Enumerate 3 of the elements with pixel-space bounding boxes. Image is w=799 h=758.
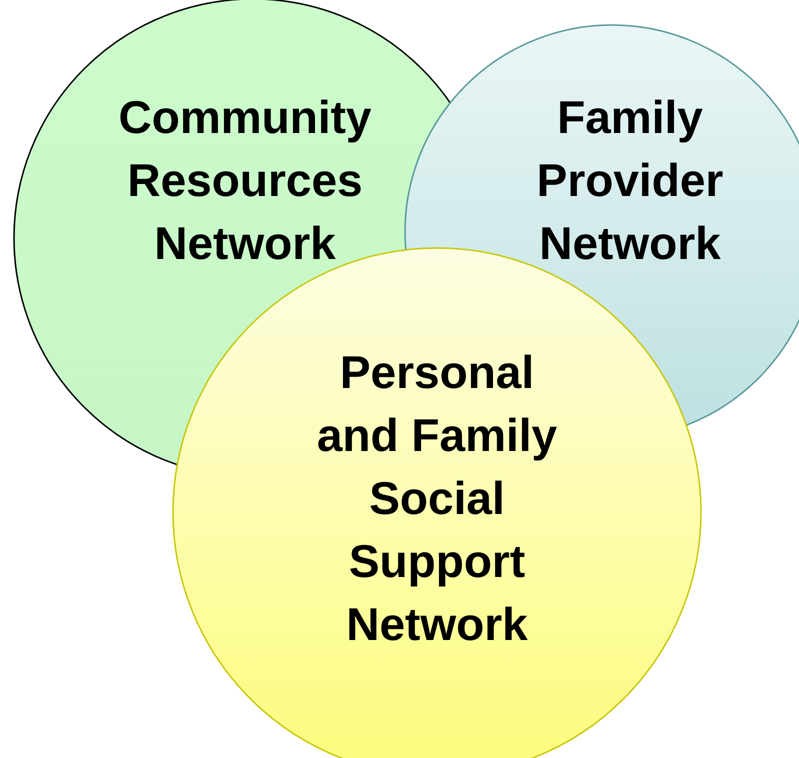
circle-label: Personal and Family Social Support Network bbox=[316, 345, 558, 652]
circle-label: Community Resources Network bbox=[118, 90, 372, 271]
circle-label: Family Provider Network bbox=[536, 90, 724, 271]
